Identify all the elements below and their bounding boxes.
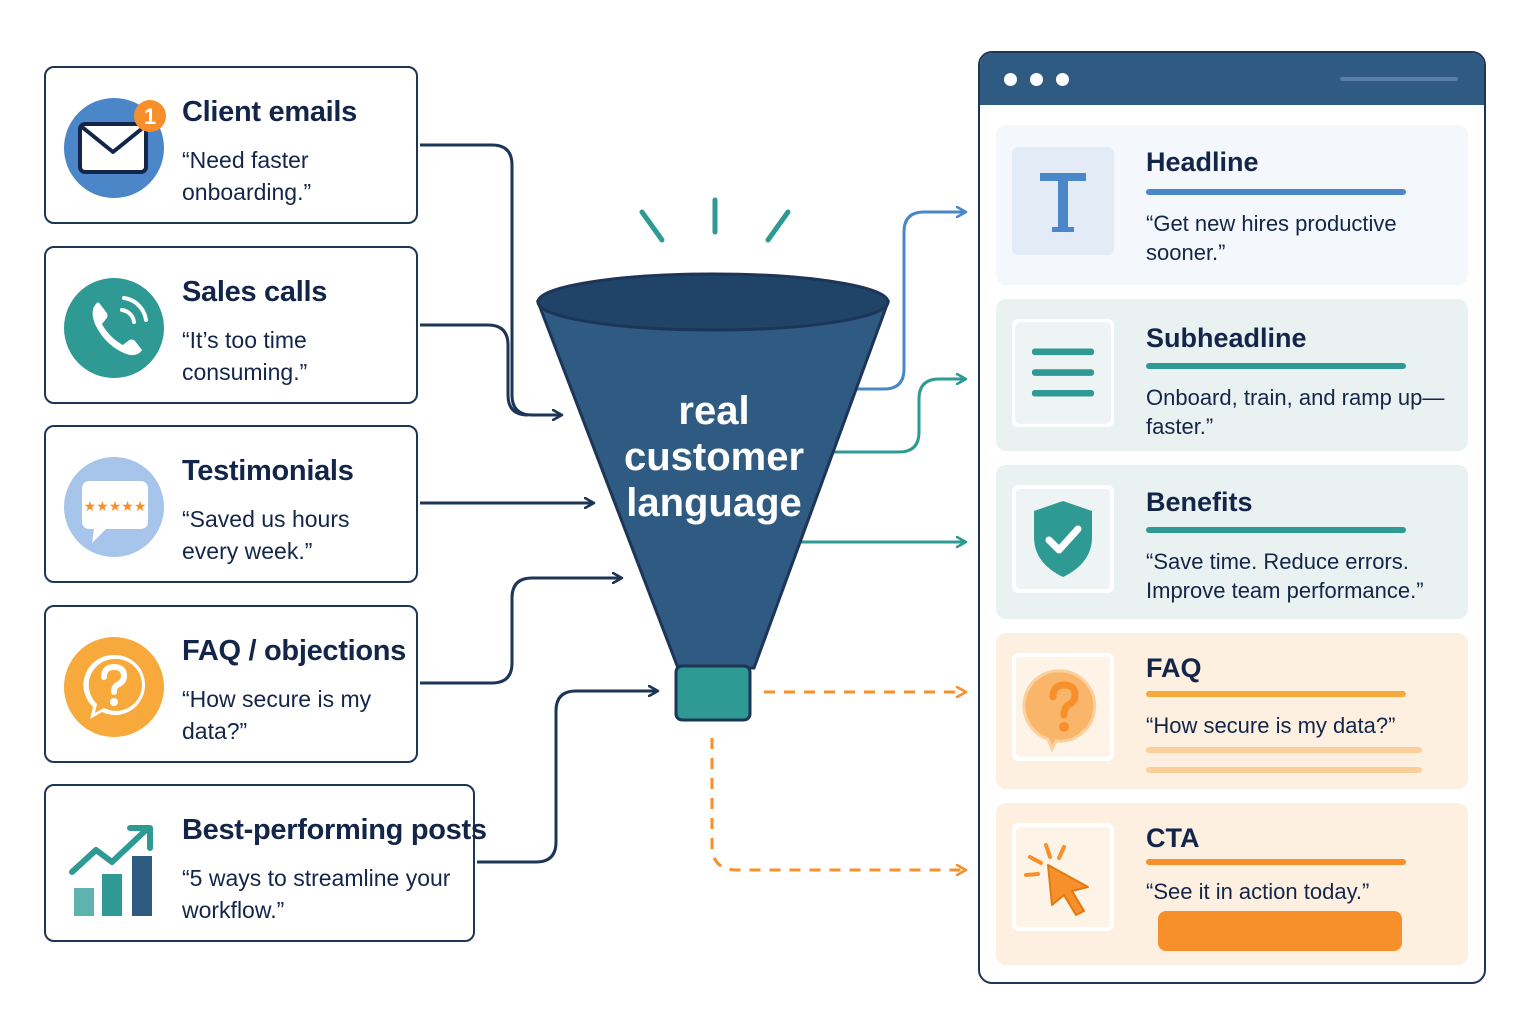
funnel [535, 197, 891, 722]
cursor-click-icon [1012, 823, 1114, 931]
text-t-icon [1012, 147, 1114, 255]
source-title: Best-performing posts [182, 814, 487, 846]
section-text: “See it in action today.” [1146, 879, 1370, 904]
source-card-sales-calls: Sales calls “It’s too time consuming.” [44, 246, 418, 404]
mail-icon: 1 [64, 98, 166, 198]
speech-bubble-stars-icon: ★★★★★ [64, 457, 164, 557]
address-bar [1340, 77, 1458, 81]
funnel-label-line: real [678, 389, 750, 433]
source-title: Client emails [182, 96, 357, 128]
source-card-best-posts: Best-performing posts “5 ways to streaml… [44, 784, 487, 942]
connector-best-posts [477, 691, 658, 864]
connector-sales-calls [420, 323, 529, 417]
source-title: Testimonials [182, 455, 354, 487]
source-title: Sales calls [182, 276, 328, 308]
source-quote: “How secure is my data?” [182, 686, 372, 744]
section-headline: Headline “Get new hires productive soone… [996, 125, 1468, 285]
window-dot [1004, 73, 1017, 86]
section-rule [1146, 691, 1406, 697]
funnel-label-line: customer [623, 435, 805, 479]
question-bubble-icon [64, 637, 164, 737]
section-cta: CTA “See it in action today.” [996, 803, 1468, 965]
shield-check-icon [1012, 485, 1114, 593]
notification-badge: 1 [144, 104, 156, 129]
section-rule [1146, 527, 1406, 533]
funnel-label: real customer language [600, 388, 828, 526]
question-bubble-icon [1012, 653, 1114, 761]
connector-subheadline [832, 379, 966, 454]
lines-icon [1012, 319, 1114, 427]
window-title-bar [980, 53, 1484, 105]
section-text: Onboard, train, and ramp up—faster.” [1146, 385, 1445, 439]
connector-headline [856, 212, 966, 391]
section-text: “How secure is my data?” [1146, 713, 1396, 738]
cta-button[interactable] [1158, 911, 1402, 951]
source-card-testimonials: ★★★★★ Testimonials “Saved us hours every… [44, 425, 418, 583]
star-rating: ★★★★★ [84, 499, 147, 515]
section-title: CTA [1146, 823, 1200, 853]
window-dot [1030, 73, 1043, 86]
source-quote: “5 ways to streamline your workflow.” [182, 865, 451, 923]
placeholder-text-line [1146, 747, 1422, 753]
source-quote: “It’s too time consuming.” [182, 327, 308, 385]
section-title: FAQ [1146, 653, 1202, 683]
section-title: Headline [1146, 147, 1259, 177]
connector-cta [710, 738, 966, 870]
section-rule [1146, 363, 1406, 369]
section-text: “Get new hires productive sooner.” [1146, 211, 1397, 265]
section-title: Benefits [1146, 487, 1253, 517]
funnel-label-line: language [626, 481, 802, 525]
source-card-client-emails: 1 Client emails “Need faster onboarding.… [44, 66, 418, 224]
connector-faq-objections [420, 578, 622, 685]
phone-icon [64, 278, 164, 378]
growth-chart-icon [69, 825, 153, 916]
section-title: Subheadline [1146, 323, 1307, 353]
section-subheadline: Subheadline Onboard, train, and ramp up—… [996, 299, 1468, 451]
funnel-spout [674, 664, 752, 722]
source-card-faq-objections: FAQ / objections “How secure is my data?… [44, 605, 418, 763]
section-benefits: Benefits “Save time. Reduce errors. Impr… [996, 465, 1468, 619]
section-faq: FAQ “How secure is my data?” [996, 633, 1468, 789]
section-rule [1146, 189, 1406, 195]
section-rule [1146, 859, 1406, 865]
source-title: FAQ / objections [182, 635, 406, 667]
section-text: “Save time. Reduce errors. Improve team … [1146, 549, 1424, 603]
landing-page-window: Headline “Get new hires productive soone… [978, 51, 1486, 984]
window-dot [1056, 73, 1069, 86]
source-quote: “Saved us hours every week.” [182, 506, 350, 564]
placeholder-text-line [1146, 767, 1422, 773]
source-quote: “Need faster onboarding.” [182, 147, 312, 205]
